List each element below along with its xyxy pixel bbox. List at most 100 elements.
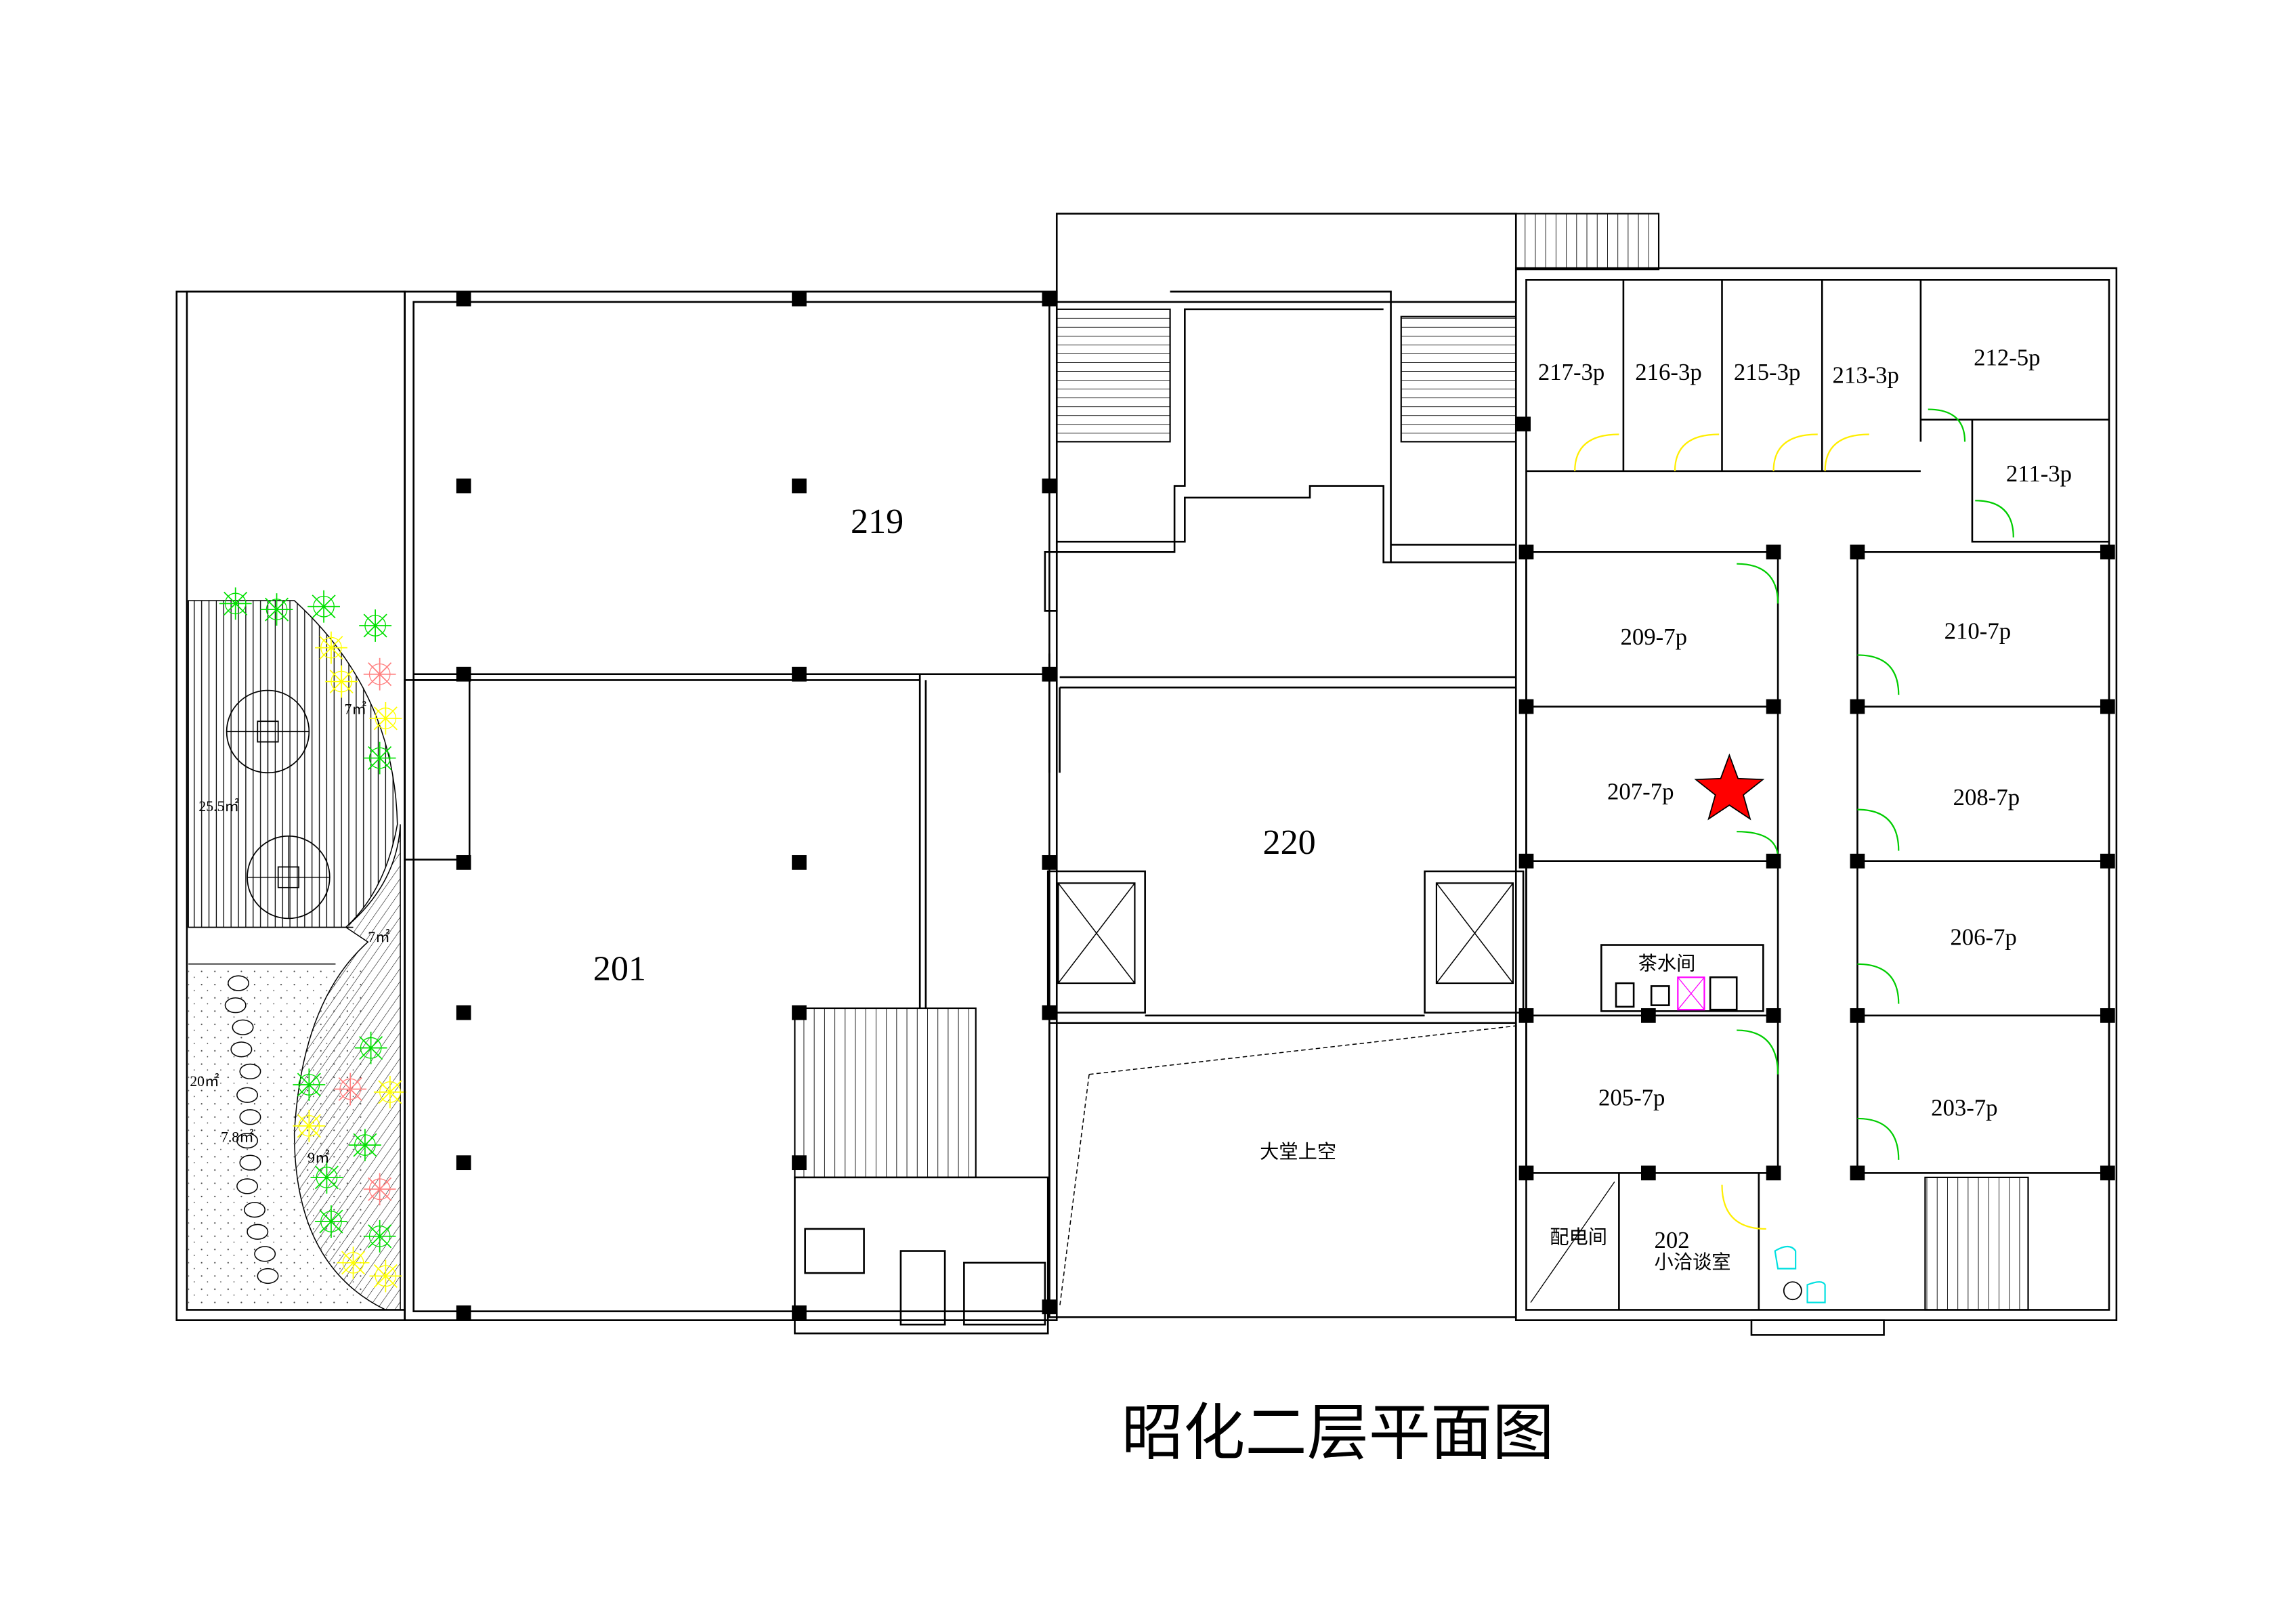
east-wing <box>1514 267 2118 1336</box>
plant-icon <box>235 603 248 615</box>
column <box>1850 853 1865 869</box>
plant-icon <box>331 636 343 649</box>
plant-icon <box>298 1074 320 1096</box>
plant-icon <box>379 1224 392 1237</box>
plant-icon <box>368 674 381 687</box>
stepping-stone <box>239 1109 261 1125</box>
plant-icon <box>297 1114 310 1127</box>
room-208-label: 208-7p <box>1953 784 2020 810</box>
column <box>1850 1165 1865 1181</box>
plant-icon <box>313 595 335 618</box>
plant-icon <box>331 1221 343 1234</box>
stepping-stone <box>247 1224 269 1240</box>
lobby-void-label: 大堂上空 <box>1260 1142 1336 1163</box>
plant-icon <box>329 670 342 683</box>
plant-icon <box>341 1251 354 1263</box>
plant-icon <box>338 1077 351 1090</box>
plant-icon <box>368 1177 381 1190</box>
plant-icon <box>375 613 387 626</box>
column <box>1766 1165 1781 1181</box>
plant-icon <box>349 1088 362 1102</box>
door-swing <box>1928 408 1966 442</box>
column <box>1518 1165 1534 1181</box>
column <box>456 855 471 870</box>
column <box>792 1155 807 1171</box>
column <box>792 478 807 494</box>
room-209-label: 209-7p <box>1621 624 1687 650</box>
room-216-label: 216-3p <box>1635 359 1701 385</box>
plant-icon <box>342 1252 364 1274</box>
door-swing <box>1737 831 1779 859</box>
room-207-label: 207-7p <box>1607 778 1674 804</box>
plant-icon <box>308 1114 321 1127</box>
plant-icon <box>353 1133 366 1146</box>
door-swing <box>1857 808 1900 851</box>
plant-icon <box>331 1209 343 1222</box>
plant-icon <box>375 625 387 638</box>
area-label: 7㎡ <box>345 700 367 717</box>
stepping-stones <box>224 975 279 1284</box>
column <box>1766 1008 1781 1023</box>
column <box>1516 416 1531 432</box>
column <box>1518 853 1534 869</box>
column <box>456 1155 471 1171</box>
plant-icon <box>319 647 332 660</box>
column <box>1042 855 1057 870</box>
plant-icon <box>312 594 324 607</box>
stepping-stone <box>254 1246 276 1262</box>
door-swing <box>1824 433 1869 471</box>
door-swing <box>1975 500 2014 538</box>
plant-icon <box>323 594 336 607</box>
plant-icon <box>323 606 336 619</box>
area-label: 7㎡ <box>368 928 390 945</box>
plant-icon <box>276 597 289 610</box>
room-217-label: 217-3p <box>1538 359 1604 385</box>
door-swing <box>1674 433 1720 471</box>
column <box>1850 1008 1865 1023</box>
plant-icon <box>339 1078 362 1100</box>
plant-icon <box>338 1088 351 1102</box>
plant-icon <box>375 1265 397 1287</box>
stepping-stone <box>232 1019 254 1035</box>
elevator-icon <box>1057 882 1136 985</box>
plant-icon <box>326 1177 339 1190</box>
plant-icon <box>265 609 278 622</box>
plant-icon <box>368 1224 381 1237</box>
plant-icon <box>368 747 391 769</box>
plant-icon <box>297 1084 310 1097</box>
table-set-icon <box>226 689 310 774</box>
power-room-label: 配电间 <box>1550 1227 1607 1249</box>
column <box>2100 1165 2115 1181</box>
plant-icon <box>379 1236 392 1249</box>
plant-icon <box>276 609 289 622</box>
plant-icon <box>224 592 247 615</box>
plant-icon <box>385 718 398 731</box>
room-202-name: 小洽谈室 <box>1655 1252 1731 1274</box>
plant-icon <box>389 1091 402 1104</box>
plant-icon <box>297 1073 310 1085</box>
structural-columns <box>456 291 2115 1320</box>
plant-icon <box>368 746 381 759</box>
plant-icon <box>373 1275 386 1289</box>
plant-icon <box>389 1080 402 1093</box>
room-215-label: 215-3p <box>1734 359 1800 385</box>
plant-icon <box>379 746 392 759</box>
plant-icon <box>368 1225 391 1247</box>
garden: 25.5㎡ 7㎡ 7㎡ 20㎡ 7.8㎡ 9㎡ <box>175 290 406 1321</box>
column <box>2100 1008 2115 1023</box>
column <box>1766 699 1781 714</box>
room-201-label: 201 <box>593 950 646 989</box>
room-220-label: 220 <box>1263 823 1316 862</box>
plant-icon <box>364 1133 377 1146</box>
column <box>2100 853 2115 869</box>
plant-icon <box>320 636 342 659</box>
column <box>456 478 471 494</box>
plant-icon <box>352 1262 366 1275</box>
column <box>1640 1165 1656 1181</box>
plant-icon <box>320 1211 342 1232</box>
room-210-label: 210-7p <box>1944 618 2011 645</box>
stepping-stone <box>236 1132 259 1149</box>
plant-icon <box>364 615 386 636</box>
area-label: 7.8㎡ <box>221 1129 254 1146</box>
plant-icon <box>375 708 397 729</box>
